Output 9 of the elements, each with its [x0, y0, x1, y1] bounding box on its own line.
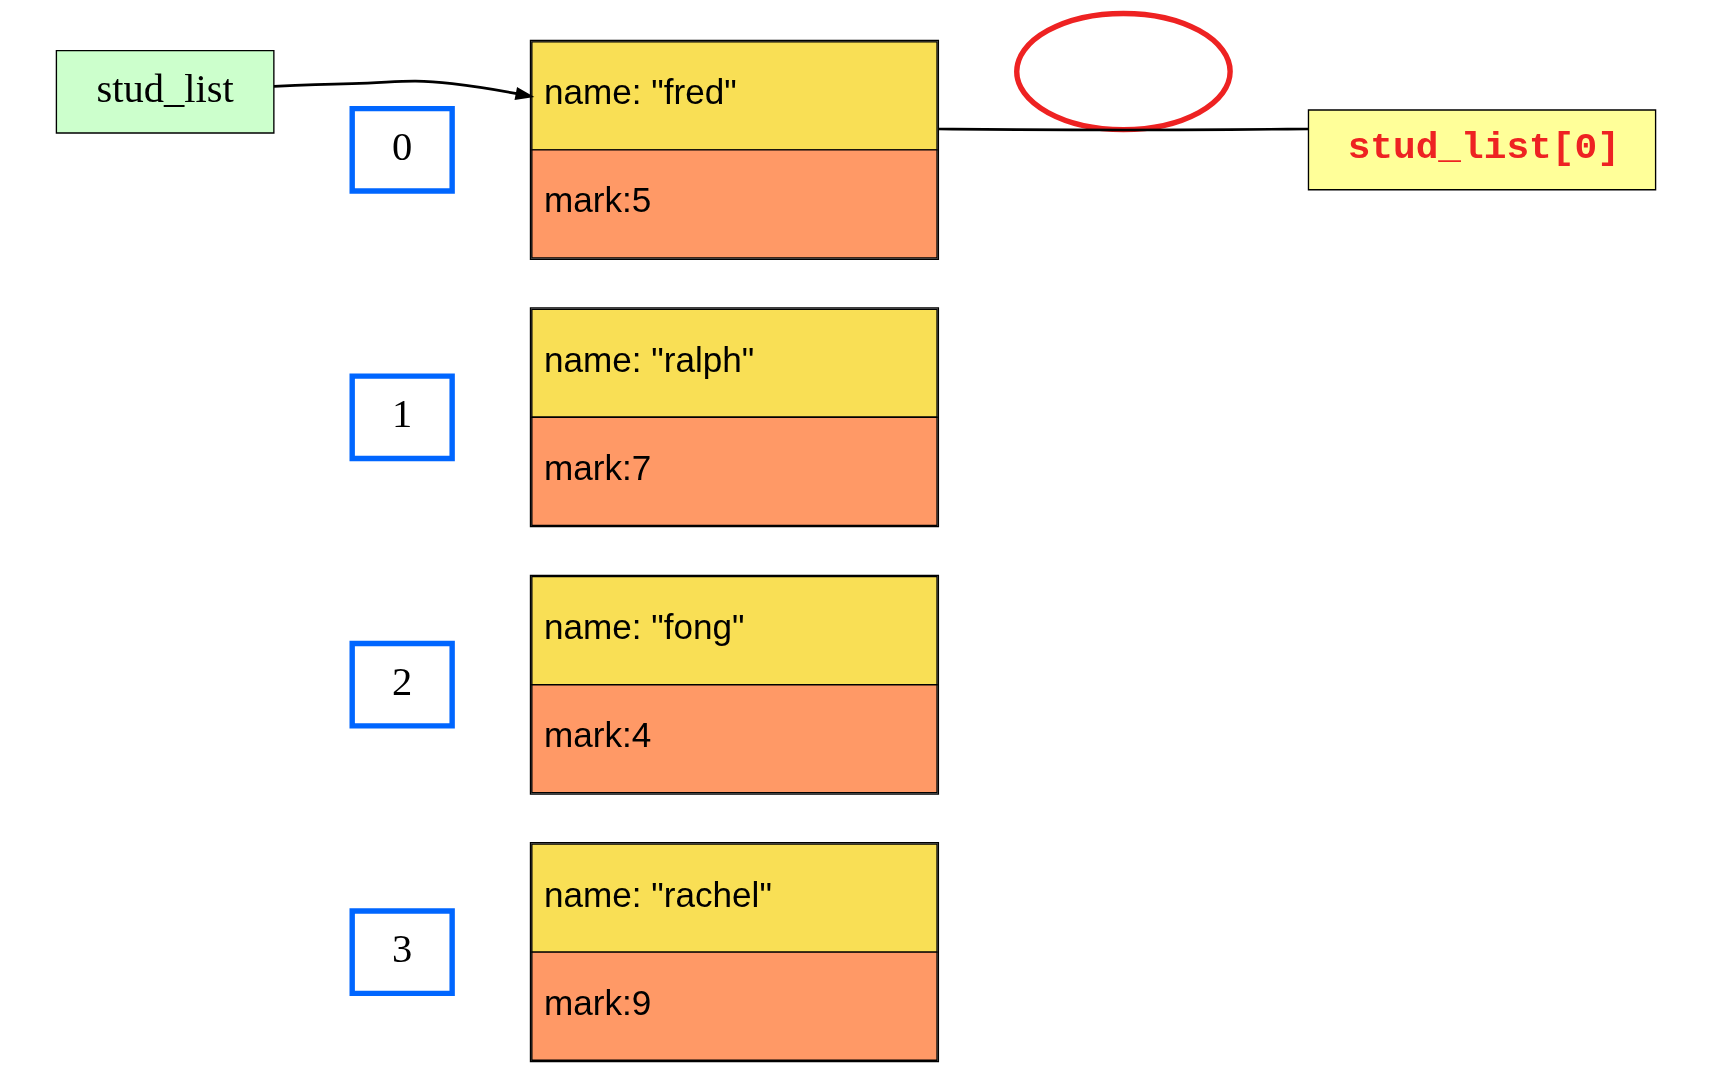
arrow	[273, 79, 535, 100]
node-box: 2	[349, 640, 455, 729]
node-box: stud_list	[55, 49, 275, 134]
node-box: stud_list[0]	[1307, 109, 1657, 191]
node-box: 1	[349, 373, 455, 462]
node-box: 0	[349, 105, 455, 194]
node-circle	[1014, 10, 1233, 133]
node-box: 3	[349, 908, 455, 997]
connector	[938, 127, 1309, 132]
